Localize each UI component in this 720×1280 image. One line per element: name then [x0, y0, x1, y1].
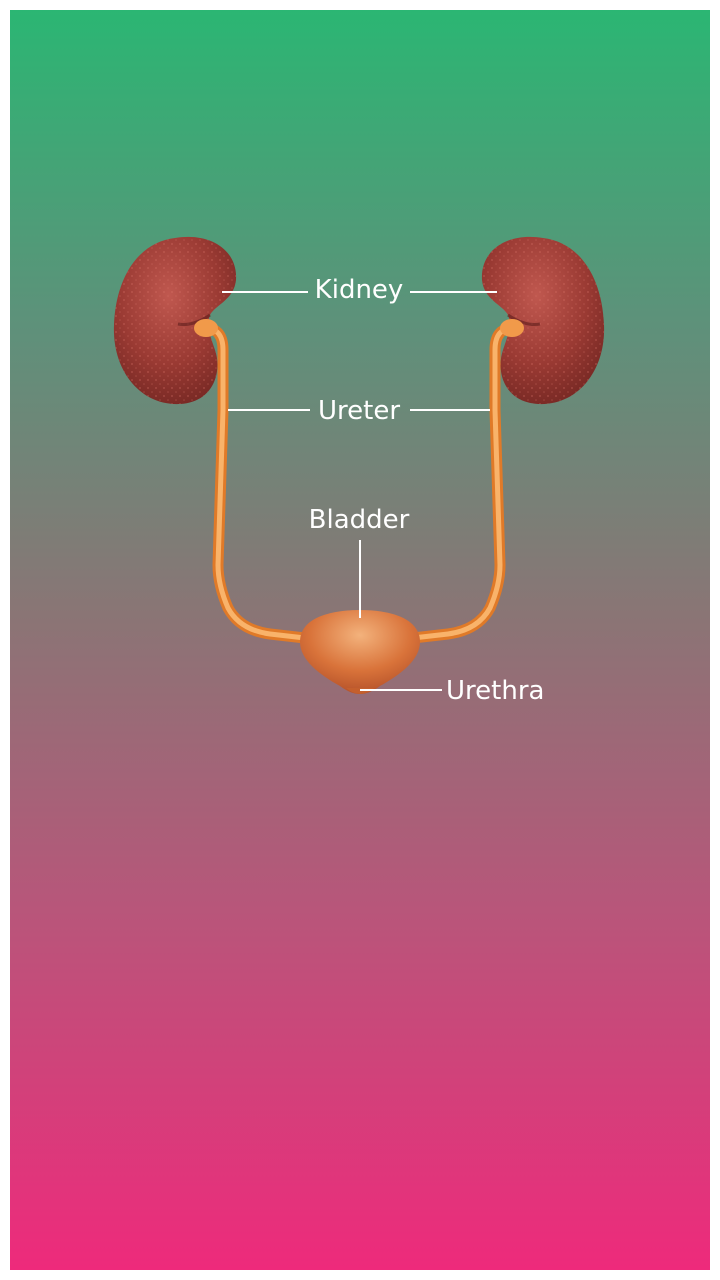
kidney-label: Kidney — [314, 275, 404, 305]
urinary-system-illustration — [113, 236, 605, 694]
right-ureter — [407, 322, 519, 644]
ureter-label: Ureter — [317, 396, 401, 426]
left-kidney — [113, 236, 237, 405]
leader-lines — [222, 291, 497, 691]
diagram-panel: Kidney Ureter Bladder Urethra — [10, 10, 710, 1270]
bladder — [300, 610, 420, 694]
right-kidney — [481, 236, 605, 405]
urethra-label: Urethra — [446, 676, 545, 706]
left-ureter — [199, 322, 311, 644]
bladder-label: Bladder — [308, 505, 410, 535]
